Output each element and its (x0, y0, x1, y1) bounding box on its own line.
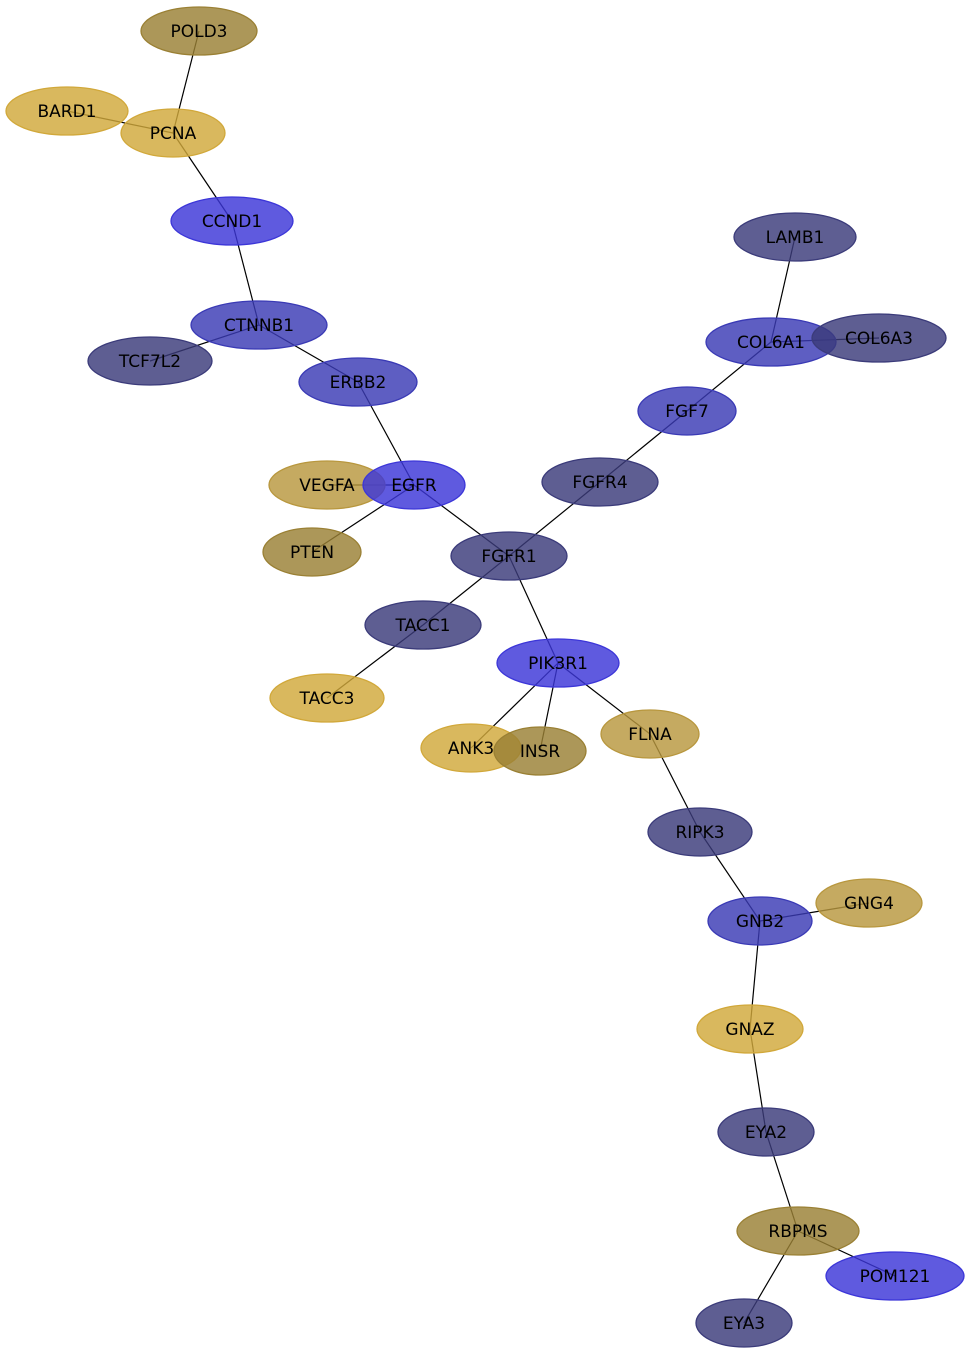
node-ellipse (541, 457, 659, 507)
node-label: COL6A1 (737, 333, 805, 353)
node-label: POLD3 (170, 22, 227, 42)
node-ellipse (170, 196, 294, 246)
node-ripk3[interactable]: RIPK3 (647, 807, 753, 857)
node-ctnnb1[interactable]: CTNNB1 (190, 300, 328, 350)
node-gnaz[interactable]: GNAZ (696, 1004, 804, 1054)
node-ellipse (600, 709, 700, 759)
node-ellipse (493, 726, 587, 776)
node-vegfa[interactable]: VEGFA (268, 460, 386, 510)
node-bard1[interactable]: BARD1 (5, 86, 129, 136)
node-eya2[interactable]: EYA2 (717, 1107, 815, 1157)
node-label: FLNA (628, 725, 672, 745)
node-ellipse (496, 638, 620, 688)
node-egfr[interactable]: EGFR (362, 460, 466, 510)
node-fgfr1[interactable]: FGFR1 (450, 531, 568, 581)
node-pik3r1[interactable]: PIK3R1 (496, 638, 620, 688)
node-flna[interactable]: FLNA (600, 709, 700, 759)
node-ellipse (190, 300, 328, 350)
node-ellipse (695, 1298, 793, 1348)
node-label: POM121 (860, 1267, 931, 1287)
node-ank3[interactable]: ANK3 (420, 723, 522, 773)
node-label: GNAZ (725, 1020, 774, 1040)
node-ellipse (736, 1206, 860, 1256)
node-tacc1[interactable]: TACC1 (364, 600, 482, 650)
node-label: INSR (520, 742, 561, 762)
node-ellipse (450, 531, 568, 581)
node-label: PTEN (290, 543, 334, 563)
node-label: PCNA (150, 124, 197, 144)
node-label: CCND1 (202, 212, 262, 232)
node-ellipse (696, 1004, 804, 1054)
node-ellipse (733, 212, 857, 262)
node-label: BARD1 (37, 102, 96, 122)
node-lamb1[interactable]: LAMB1 (733, 212, 857, 262)
node-label: GNG4 (844, 894, 894, 914)
node-pcna[interactable]: PCNA (120, 108, 226, 158)
node-ellipse (811, 313, 947, 363)
node-ellipse (815, 878, 923, 928)
node-label: FGFR4 (572, 473, 627, 493)
node-rbpms[interactable]: RBPMS (736, 1206, 860, 1256)
node-ellipse (637, 386, 737, 436)
node-ellipse (298, 357, 418, 407)
node-col6a3[interactable]: COL6A3 (811, 313, 947, 363)
node-ellipse (140, 6, 258, 56)
node-tacc3[interactable]: TACC3 (269, 673, 385, 723)
node-ellipse (120, 108, 226, 158)
node-label: FGFR1 (481, 547, 536, 567)
node-gng4[interactable]: GNG4 (815, 878, 923, 928)
node-label: RBPMS (768, 1222, 827, 1242)
node-fgfr4[interactable]: FGFR4 (541, 457, 659, 507)
node-pten[interactable]: PTEN (262, 527, 362, 577)
node-label: VEGFA (299, 476, 355, 496)
node-label: EGFR (391, 476, 437, 496)
node-ellipse (825, 1251, 965, 1301)
node-ellipse (647, 807, 753, 857)
node-label: TCF7L2 (118, 352, 181, 372)
node-label: TACC3 (299, 689, 355, 709)
node-label: TACC1 (395, 616, 451, 636)
node-col6a1[interactable]: COL6A1 (705, 317, 837, 367)
node-label: ANK3 (448, 739, 494, 759)
node-ellipse (717, 1107, 815, 1157)
node-label: LAMB1 (766, 228, 825, 248)
node-label: EYA3 (723, 1314, 765, 1334)
node-ellipse (364, 600, 482, 650)
node-label: EYA2 (745, 1123, 787, 1143)
node-pold3[interactable]: POLD3 (140, 6, 258, 56)
node-ellipse (87, 336, 213, 386)
node-ellipse (5, 86, 129, 136)
node-ellipse (269, 673, 385, 723)
node-ellipse (707, 896, 813, 946)
node-eya3[interactable]: EYA3 (695, 1298, 793, 1348)
node-fgf7[interactable]: FGF7 (637, 386, 737, 436)
node-label: GNB2 (736, 912, 784, 932)
node-insr[interactable]: INSR (493, 726, 587, 776)
node-label: CTNNB1 (224, 316, 294, 336)
node-label: COL6A3 (845, 329, 913, 349)
node-pom121[interactable]: POM121 (825, 1251, 965, 1301)
node-tcf7l2[interactable]: TCF7L2 (87, 336, 213, 386)
node-ellipse (262, 527, 362, 577)
node-label: FGF7 (665, 402, 709, 422)
node-label: PIK3R1 (528, 654, 588, 674)
node-ccnd1[interactable]: CCND1 (170, 196, 294, 246)
node-gnb2[interactable]: GNB2 (707, 896, 813, 946)
node-label: ERBB2 (330, 373, 387, 393)
node-erbb2[interactable]: ERBB2 (298, 357, 418, 407)
node-ellipse (362, 460, 466, 510)
node-label: RIPK3 (675, 823, 724, 843)
